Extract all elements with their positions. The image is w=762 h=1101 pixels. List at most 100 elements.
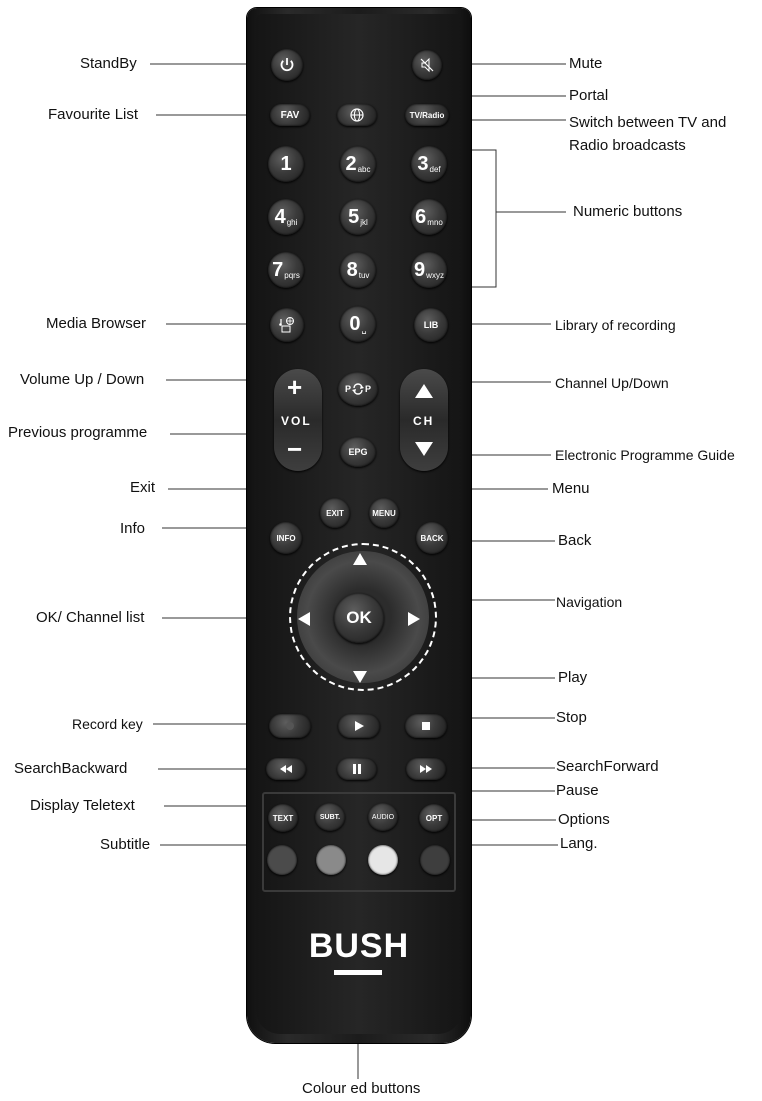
label-info: Info (120, 520, 146, 537)
colour-key-2[interactable] (316, 845, 346, 875)
nav-down-icon[interactable] (352, 670, 368, 684)
number-button-0[interactable]: 0␣ (340, 306, 376, 342)
audio-button[interactable]: AUDIO (368, 803, 398, 831)
tv-radio-button[interactable]: TV/Radio (405, 104, 449, 126)
ch-label: CH (413, 414, 435, 428)
digit-1: 1 (280, 152, 292, 175)
play-icon (355, 721, 364, 731)
number-button-1[interactable]: 1 (268, 146, 304, 182)
digit-6: 6 (415, 205, 427, 228)
digit-9: 9 (414, 258, 426, 281)
stop-icon (422, 722, 430, 730)
label-portal: Portal (569, 87, 609, 104)
letters-9: wxyz (426, 270, 444, 280)
label-previous-programme: Previous programme (8, 424, 148, 441)
channel-up-icon[interactable] (414, 383, 434, 399)
pp-right-label: P (365, 384, 372, 394)
record-icon (286, 722, 294, 730)
stop-button[interactable] (405, 714, 447, 738)
digit-0: 0 (349, 312, 361, 335)
volume-down-icon[interactable]: − (287, 434, 303, 464)
letters-2: abc (357, 164, 371, 174)
options-button[interactable]: OPT (419, 804, 449, 832)
speaker-mute-icon (420, 57, 434, 73)
nav-up-icon[interactable] (352, 552, 368, 566)
label-switch-tv-radio-line1: Switch between TV and (569, 114, 727, 131)
nav-right-icon[interactable] (407, 611, 421, 627)
lib-button[interactable]: LIB (414, 308, 448, 342)
text-button[interactable]: TEXT (268, 804, 298, 832)
label-numeric-buttons: Numeric buttons (573, 203, 683, 220)
play-button[interactable] (338, 714, 380, 738)
portal-button[interactable] (337, 104, 377, 126)
label-channel: Channel Up/Down (555, 375, 669, 391)
colour-key-3[interactable] (368, 845, 398, 875)
tv-radio-label: TV/Radio (409, 110, 445, 120)
info-label: INFO (276, 533, 296, 543)
digit-5: 5 (348, 205, 360, 228)
label-mute: Mute (569, 55, 603, 72)
info-button[interactable]: INFO (270, 522, 302, 554)
channel-down-icon[interactable] (414, 441, 434, 457)
letters-5: jkl (360, 217, 368, 227)
pause-button[interactable] (337, 758, 377, 780)
label-coloured-buttons: Colour ed buttons (302, 1080, 421, 1097)
label-favourite-list: Favourite List (48, 106, 139, 123)
volume-rocker[interactable] (274, 369, 322, 471)
navigation-ring (289, 543, 437, 691)
label-exit: Exit (130, 479, 156, 496)
label-back: Back (558, 532, 592, 549)
letters-4: ghi (286, 217, 298, 227)
search-backward-button[interactable] (266, 758, 306, 780)
letters-6: mno (427, 217, 443, 227)
ok-button[interactable]: OK (334, 593, 384, 643)
label-subtitle: Subtitle (100, 836, 151, 853)
colour-key-4[interactable] (420, 845, 450, 875)
record-button[interactable] (269, 714, 311, 738)
menu-button[interactable]: MENU (369, 498, 399, 528)
back-button[interactable]: BACK (416, 522, 448, 554)
rewind-icon (280, 765, 292, 773)
media-browser-button[interactable] (270, 308, 304, 342)
colour-key-1[interactable] (267, 845, 297, 875)
label-search-forward: SearchForward (556, 758, 659, 775)
text-label: TEXT (272, 813, 294, 823)
standby-button[interactable] (271, 49, 303, 81)
label-standby: StandBy (80, 55, 137, 72)
fav-label: FAV (280, 109, 300, 121)
nav-left-icon[interactable] (297, 611, 311, 627)
subtitle-button[interactable]: SUBT. (315, 803, 345, 831)
letters-7: pqrs (284, 270, 300, 280)
ok-label: OK (346, 608, 372, 627)
fav-button[interactable]: FAV (270, 104, 310, 126)
letters-8: tuv (358, 270, 370, 280)
label-menu: Menu (552, 480, 590, 497)
label-pause: Pause (556, 782, 599, 799)
epg-label: EPG (348, 447, 368, 457)
globe-icon (350, 108, 364, 122)
label-ok-channel-list: OK/ Channel list (36, 609, 145, 626)
volume-up-icon[interactable]: + (287, 372, 303, 402)
epg-button[interactable]: EPG (340, 437, 376, 467)
opt-label: OPT (425, 813, 443, 823)
label-media-browser: Media Browser (46, 315, 147, 332)
pp-left-label: P (344, 384, 351, 394)
mute-button[interactable] (412, 50, 442, 80)
previous-programme-button[interactable]: P P (338, 372, 378, 406)
label-record-key: Record key (72, 716, 143, 732)
media-browser-icon (279, 317, 294, 333)
power-icon (280, 58, 294, 72)
exit-button[interactable]: EXIT (320, 498, 350, 528)
digit-7: 7 (272, 258, 284, 281)
letters-0: ␣ (361, 324, 367, 334)
search-forward-button[interactable] (406, 758, 446, 780)
subt-label: SUBT. (319, 813, 341, 821)
